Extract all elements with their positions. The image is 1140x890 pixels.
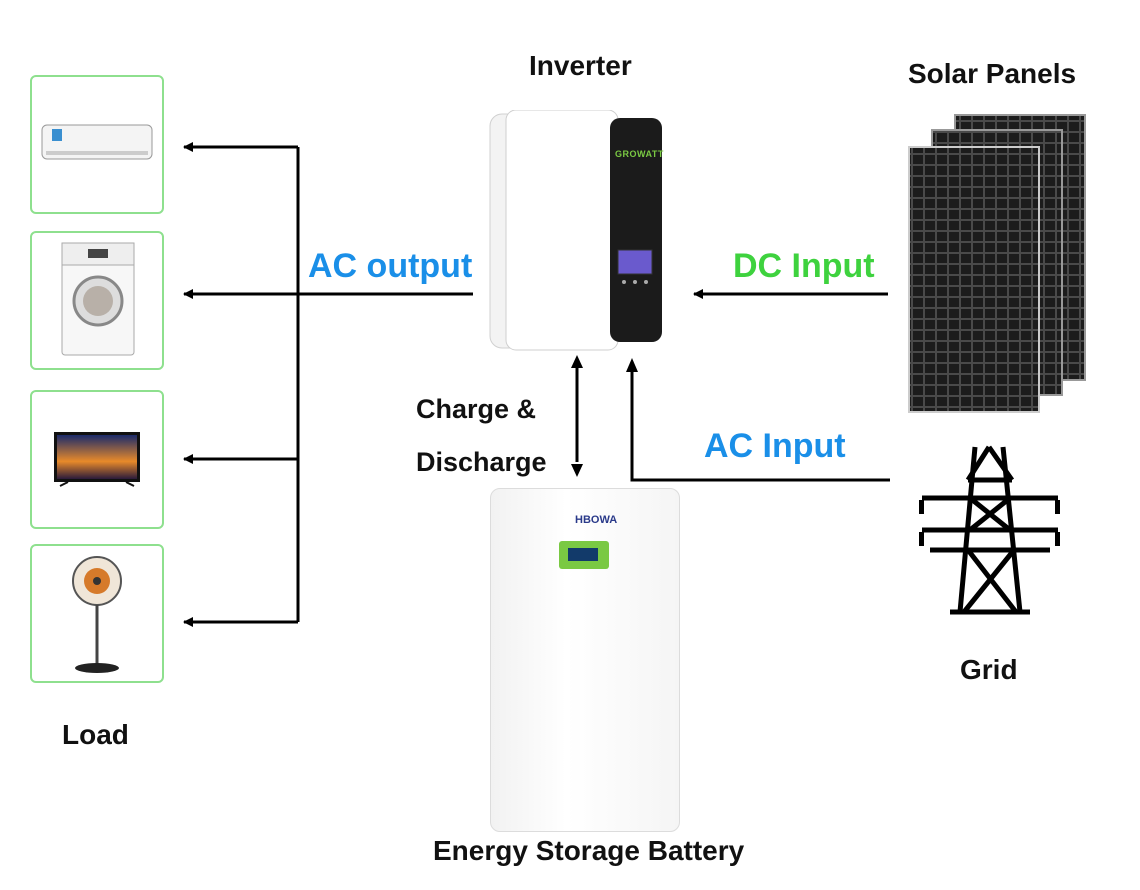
dc-input-label: DC Input xyxy=(733,247,875,285)
solar-panels-title: Solar Panels xyxy=(908,58,1077,89)
washing-machine-icon xyxy=(61,242,135,356)
load-box-television xyxy=(30,390,164,529)
ac-input-label: AC Input xyxy=(704,427,846,465)
charge-label: Charge & xyxy=(416,394,537,424)
discharge-label: Discharge xyxy=(416,447,547,477)
television-icon xyxy=(54,432,140,487)
energy-storage-battery: HBOWA xyxy=(490,488,680,832)
ac-output-label: AC output xyxy=(308,247,473,285)
inverter-title: Inverter xyxy=(529,50,632,81)
battery-display xyxy=(559,541,609,569)
inverter-brand-logo: GROWATT xyxy=(615,149,664,159)
load-box-standing-fan xyxy=(30,544,164,683)
load-title: Load xyxy=(62,719,129,750)
standing-fan-icon xyxy=(72,556,122,673)
load-box-washing-machine xyxy=(30,231,164,370)
load-box-air-conditioner xyxy=(30,75,164,214)
ac-input-line xyxy=(630,370,890,482)
grid-title: Grid xyxy=(960,654,1018,685)
battery-brand-logo: HBOWA xyxy=(575,514,618,526)
air-conditioner-icon xyxy=(41,124,153,160)
battery-title: Energy Storage Battery xyxy=(433,835,745,866)
inverter-unit: GROWATT xyxy=(488,109,664,352)
